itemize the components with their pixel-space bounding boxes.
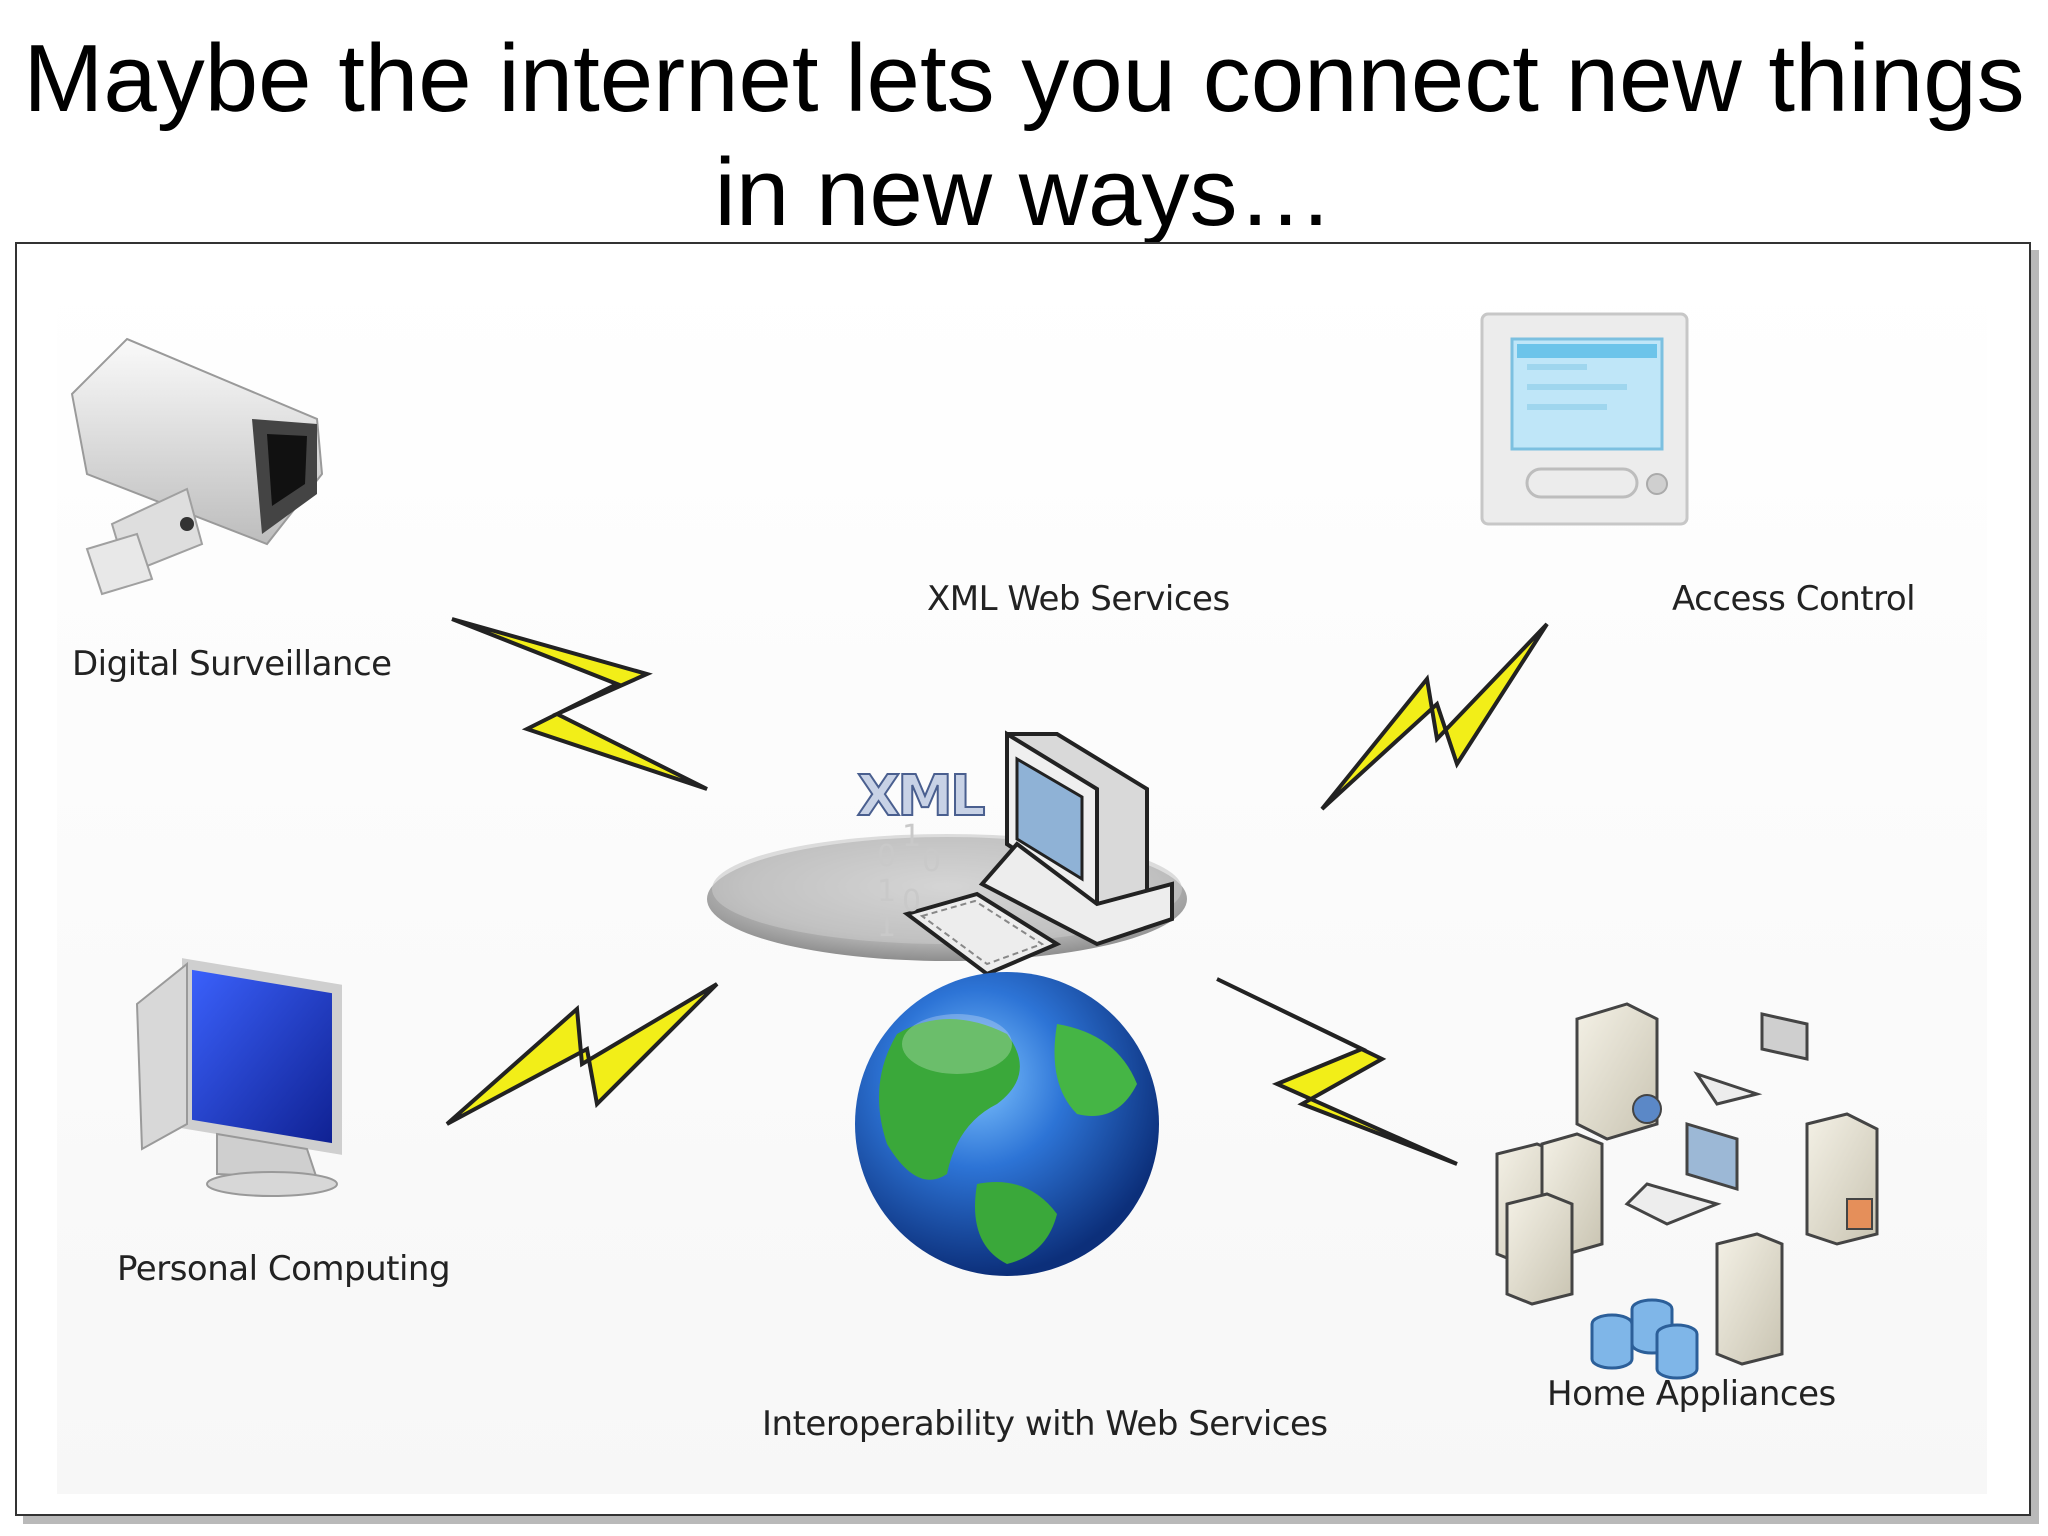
binary-digit: 0 bbox=[877, 839, 896, 874]
binary-digit: 0 bbox=[922, 844, 941, 879]
binary-digit: 1 bbox=[877, 909, 896, 944]
diagram-art bbox=[70, 312, 1879, 1380]
computer-icon bbox=[707, 730, 1187, 977]
access-panel-icon bbox=[1480, 312, 1689, 526]
label-xml-web-services: XML Web Services bbox=[927, 579, 1230, 619]
label-access-control: Access Control bbox=[1672, 579, 1916, 619]
camera-icon bbox=[70, 337, 324, 596]
desktop-monitor-icon bbox=[135, 958, 342, 1197]
binary-digit: 1 bbox=[877, 874, 896, 909]
binary-digit: 0 bbox=[902, 884, 921, 919]
label-personal-computing: Personal Computing bbox=[117, 1249, 451, 1289]
server-network-icon bbox=[1495, 1002, 1879, 1380]
globe-icon bbox=[855, 972, 1159, 1276]
xml-badge: XML bbox=[856, 763, 987, 830]
diagram-frame: 0 1 0 1 0 1 XML Digital Surveillance XML… bbox=[15, 242, 2031, 1516]
slide-title: Maybe the internet lets you connect new … bbox=[23, 25, 2025, 246]
label-digital-surveillance: Digital Surveillance bbox=[72, 644, 392, 684]
label-home-appliances: Home Appliances bbox=[1547, 1374, 1836, 1414]
binary-digit: 1 bbox=[902, 819, 921, 854]
label-interoperability: Interoperability with Web Services bbox=[762, 1404, 1328, 1444]
lightning-icon bbox=[445, 617, 1549, 1166]
